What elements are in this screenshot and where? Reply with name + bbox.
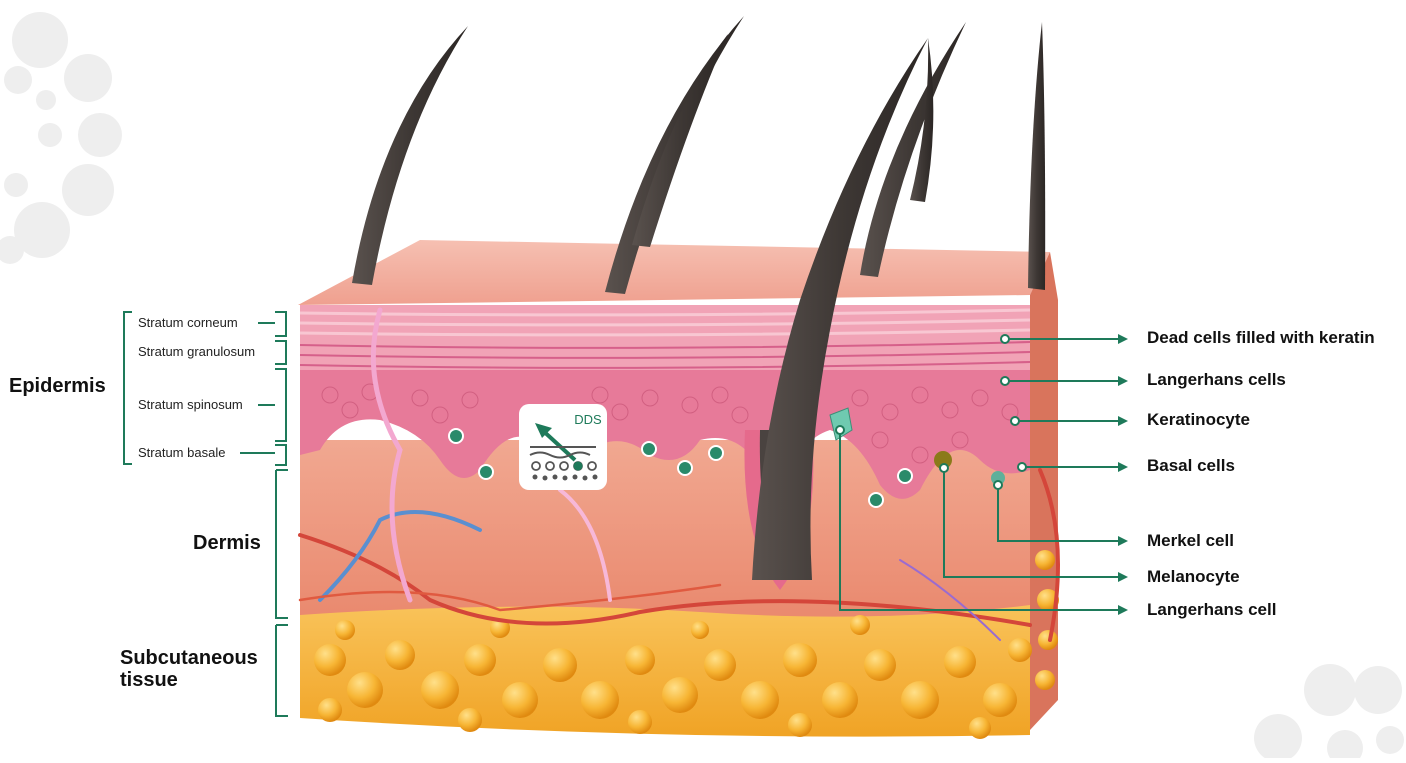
label-subcutaneous-line2: tissue	[120, 669, 258, 691]
label-keratinocyte: Keratinocyte	[1147, 410, 1250, 430]
dds-badge: DDS	[519, 404, 607, 490]
label-merkel-cell: Merkel cell	[1147, 531, 1234, 551]
dermis-bracket	[276, 470, 288, 618]
label-stratum-granulosum: Stratum granulosum	[138, 344, 255, 359]
label-melanocyte: Melanocyte	[1147, 567, 1240, 587]
label-stratum-spinosum: Stratum spinosum	[138, 397, 243, 412]
dds-badge-text: DDS	[574, 412, 602, 427]
label-stratum-basale: Stratum basale	[138, 445, 225, 460]
label-stratum-corneum: Stratum corneum	[138, 315, 238, 330]
callout-arrowheads	[1118, 334, 1128, 615]
label-subcutaneous-tissue: Subcutaneous tissue	[120, 647, 258, 691]
label-dermis: Dermis	[193, 532, 261, 555]
label-epidermis: Epidermis	[9, 375, 106, 398]
label-basal-cells: Basal cells	[1147, 456, 1235, 476]
label-subcutaneous-line1: Subcutaneous	[120, 647, 258, 669]
label-langerhans-cells: Langerhans cells	[1147, 370, 1286, 390]
subcutaneous-bracket	[276, 625, 288, 716]
label-langerhans-cell: Langerhans cell	[1147, 600, 1276, 620]
label-dead-cells: Dead cells filled with keratin	[1147, 328, 1375, 348]
epidermis-brackets	[124, 312, 286, 465]
